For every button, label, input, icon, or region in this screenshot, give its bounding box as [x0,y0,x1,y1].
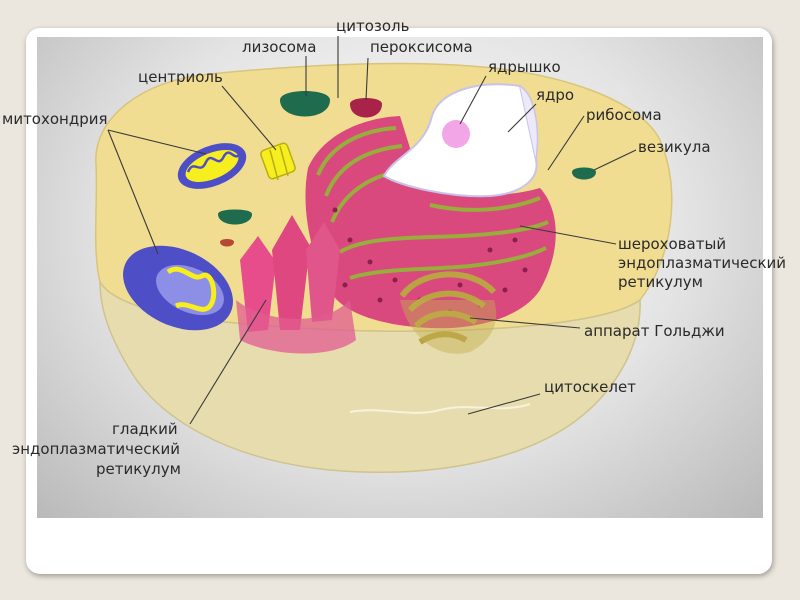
label-rough-er-line1: шероховатый [618,235,726,253]
cytoskeleton-fiber [349,403,531,414]
mitochondrion-upper [177,143,247,189]
label-ribosome: рибосома [586,106,662,124]
label-centriole: центриоль [138,68,223,86]
label-vesicle: везикула [638,138,711,156]
label-golgi: аппарат Гольджи [584,322,725,340]
label-nucleolus: ядрышко [488,58,561,76]
golgi-apparatus [399,271,497,345]
label-rough-er-line3: ретикулум [618,273,703,291]
centriole [260,142,296,181]
small-vesicle [220,239,234,247]
vesicle-left [218,209,252,225]
label-cytosol: цитозоль [336,17,409,35]
label-rough-er-line2: эндоплазматический [618,254,786,272]
label-lysosome: лизосома [242,38,316,56]
peroxisome [350,98,382,118]
nucleolus [442,120,470,148]
leader-lines [107,36,637,425]
golgi-body [400,300,497,354]
nucleus-side [519,85,539,161]
label-smooth-er-line1: гладкий [112,420,178,438]
label-cytoskeleton: цитоскелет [544,378,636,396]
mitochondrion-lower [123,245,233,331]
label-peroxisome: пероксисома [370,38,473,56]
smooth-er [236,215,356,354]
label-nucleus: ядро [536,86,574,104]
label-smooth-er-line2: эндоплазматический [12,440,180,458]
vesicle-right [572,167,596,180]
label-smooth-er-line3: ретикулум [96,460,181,478]
label-mitochondria: митохондрия [2,110,108,128]
lysosome [280,91,330,117]
